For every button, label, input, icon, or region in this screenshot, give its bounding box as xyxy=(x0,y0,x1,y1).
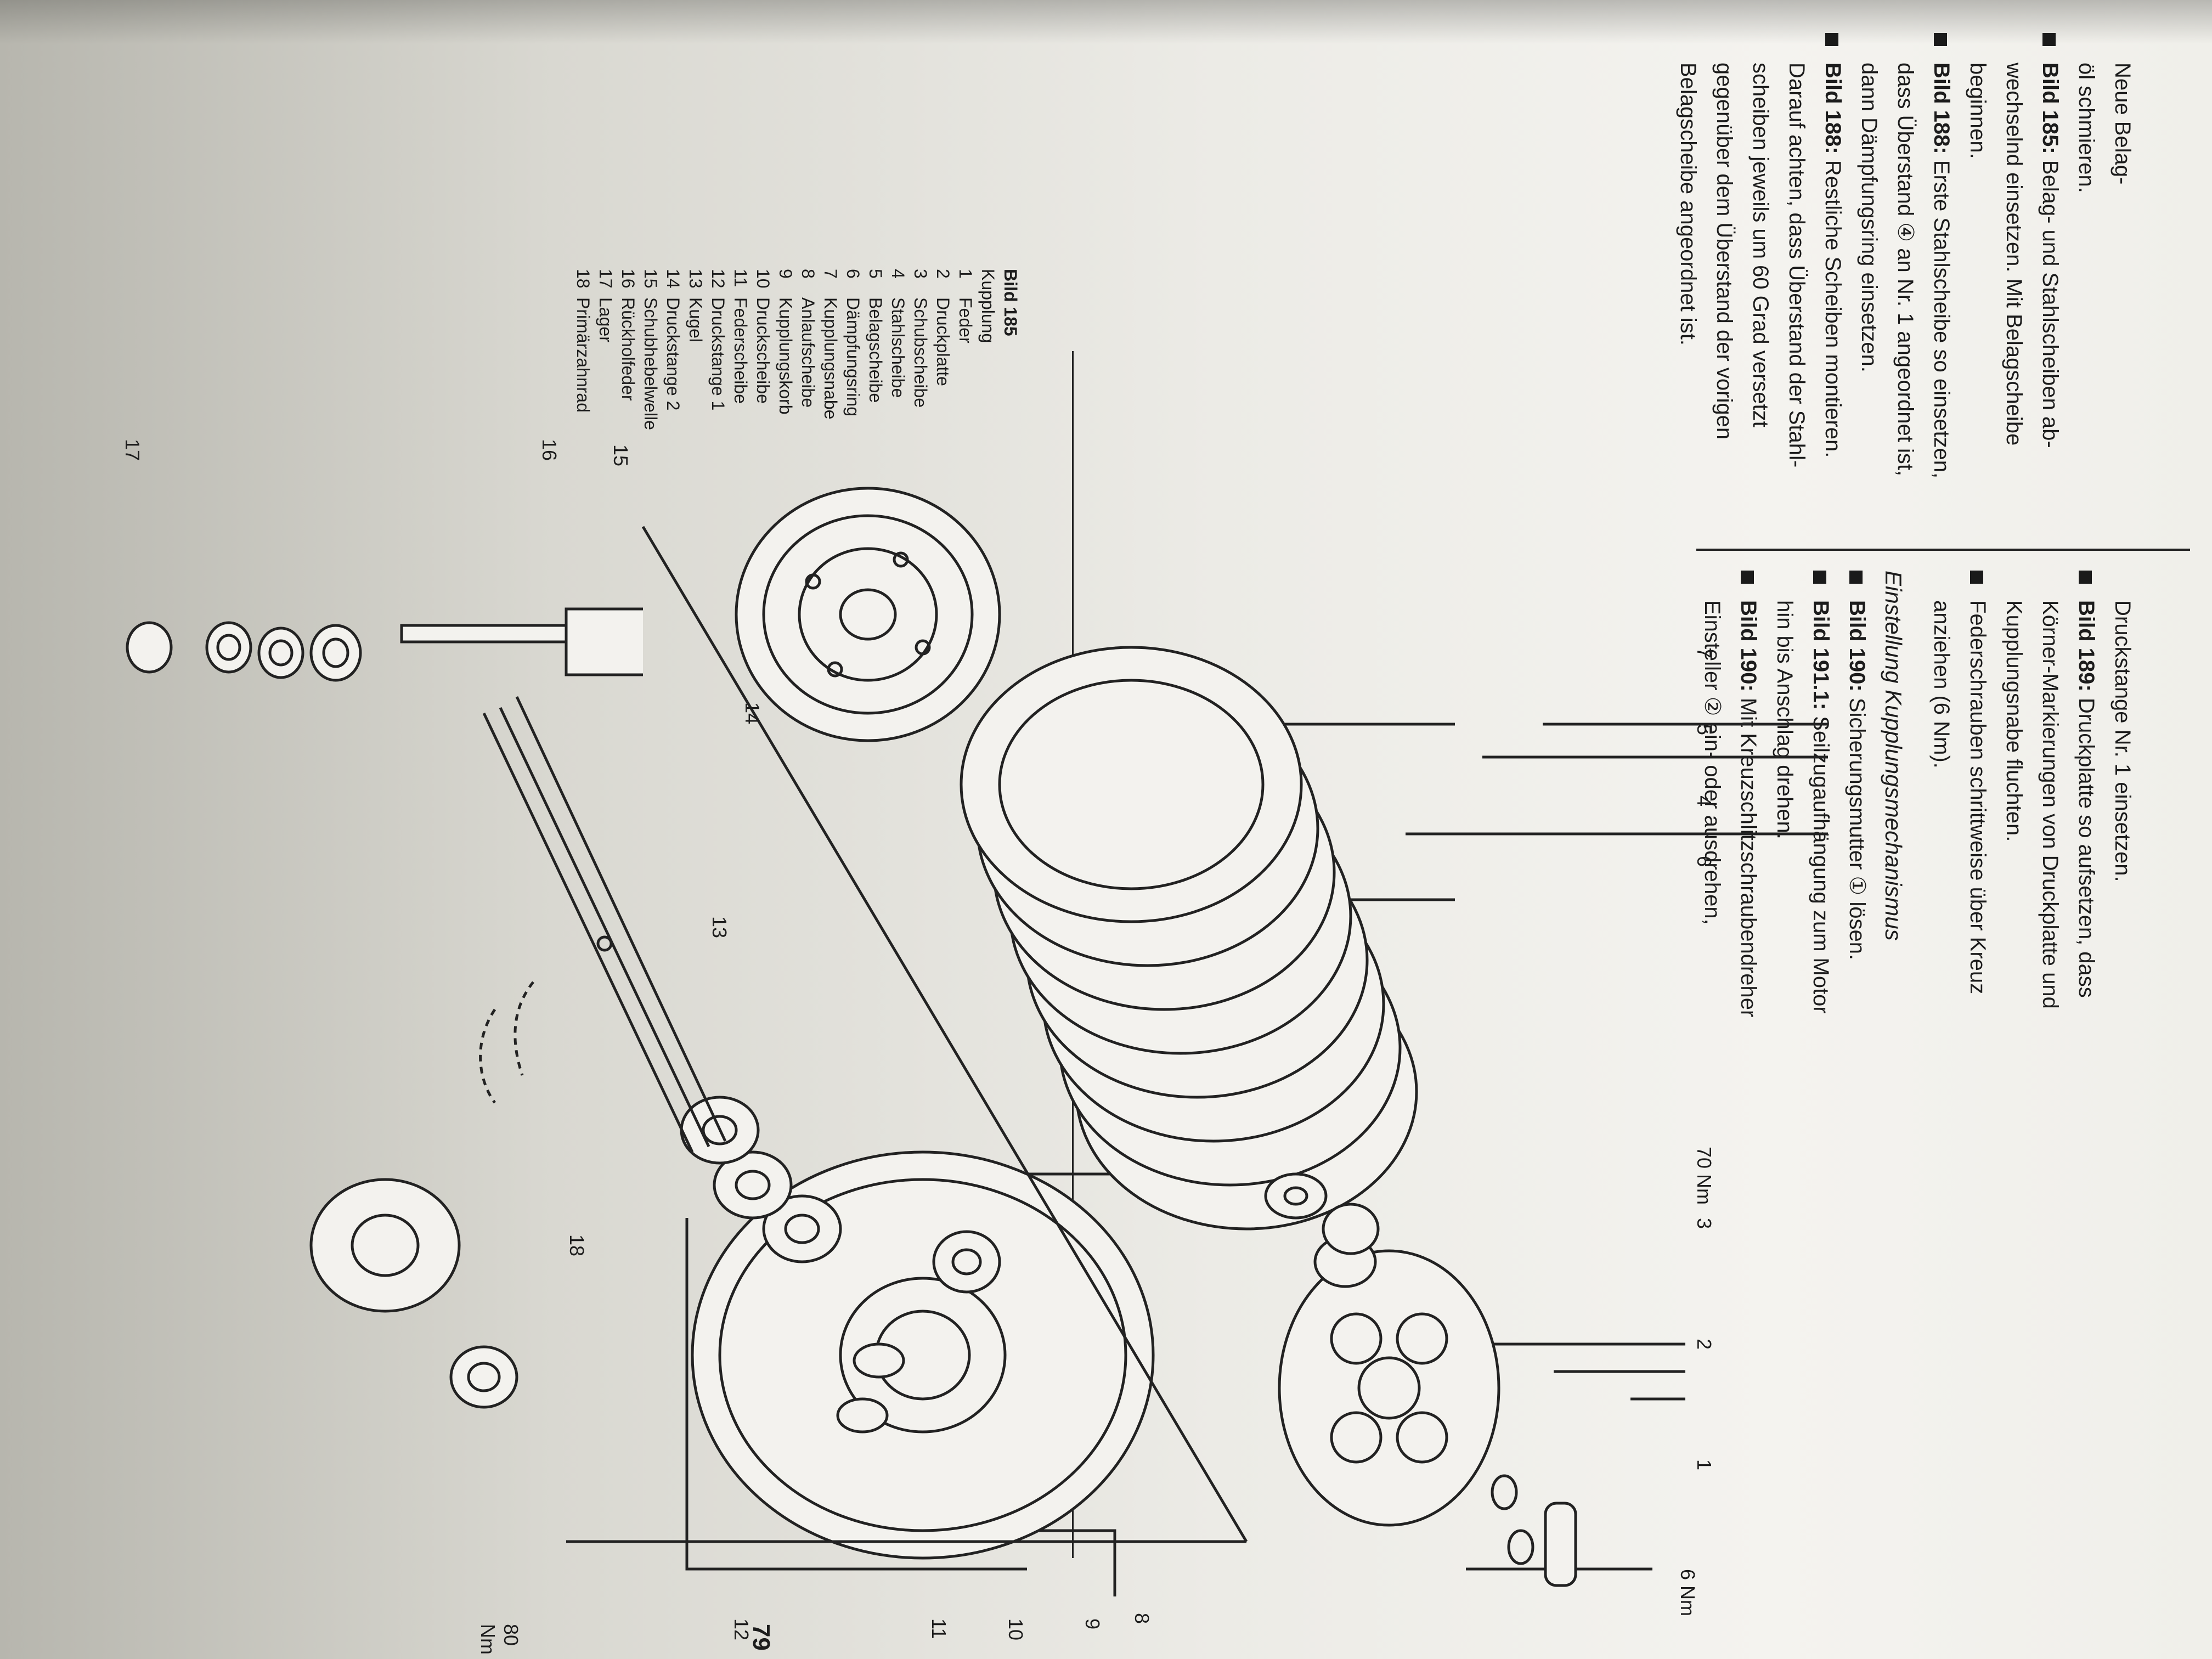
primary-gear xyxy=(309,1178,461,1313)
diagram-frame xyxy=(566,526,1248,1543)
clutch-hub xyxy=(735,487,1001,742)
callout-13: 13 xyxy=(708,916,731,939)
callout-16: 16 xyxy=(538,439,561,461)
callout-12: 12 xyxy=(730,1618,753,1641)
torque-80nm: 80 Nm xyxy=(477,1624,522,1655)
ball-sketch xyxy=(479,981,534,1104)
callout-15: 15 xyxy=(610,444,632,467)
callout-2: 2 xyxy=(1693,1339,1716,1350)
callout-14: 14 xyxy=(741,702,764,725)
small-parts xyxy=(680,1096,1577,1587)
callout-17: 17 xyxy=(121,439,144,461)
callout-9: 9 xyxy=(1081,1618,1104,1630)
callout-3: 3 xyxy=(1693,1218,1716,1229)
callout-4: 4 xyxy=(1693,795,1716,807)
spring-and-bearings xyxy=(126,621,362,682)
callout-8: 8 xyxy=(1131,1613,1153,1624)
callout-10: 10 xyxy=(1005,1618,1027,1641)
page-shadow xyxy=(0,0,2212,44)
callout-7: 7 xyxy=(1693,647,1716,659)
lock-nut xyxy=(449,1345,518,1409)
push-rod xyxy=(482,696,727,1153)
shifter-shaft xyxy=(400,607,643,676)
callout-1: 1 xyxy=(1693,1459,1716,1471)
torque-70nm: 70 Nm xyxy=(1693,1147,1716,1205)
disc-stack xyxy=(960,646,1418,1231)
pressure-plate xyxy=(1278,1249,1500,1527)
callout-5: 5 xyxy=(1693,724,1716,736)
callout-11: 11 xyxy=(928,1618,950,1639)
callout-18: 18 xyxy=(566,1234,588,1257)
callout-6: 6 xyxy=(1693,856,1716,867)
torque-6nm: 6 Nm xyxy=(1677,1569,1699,1617)
